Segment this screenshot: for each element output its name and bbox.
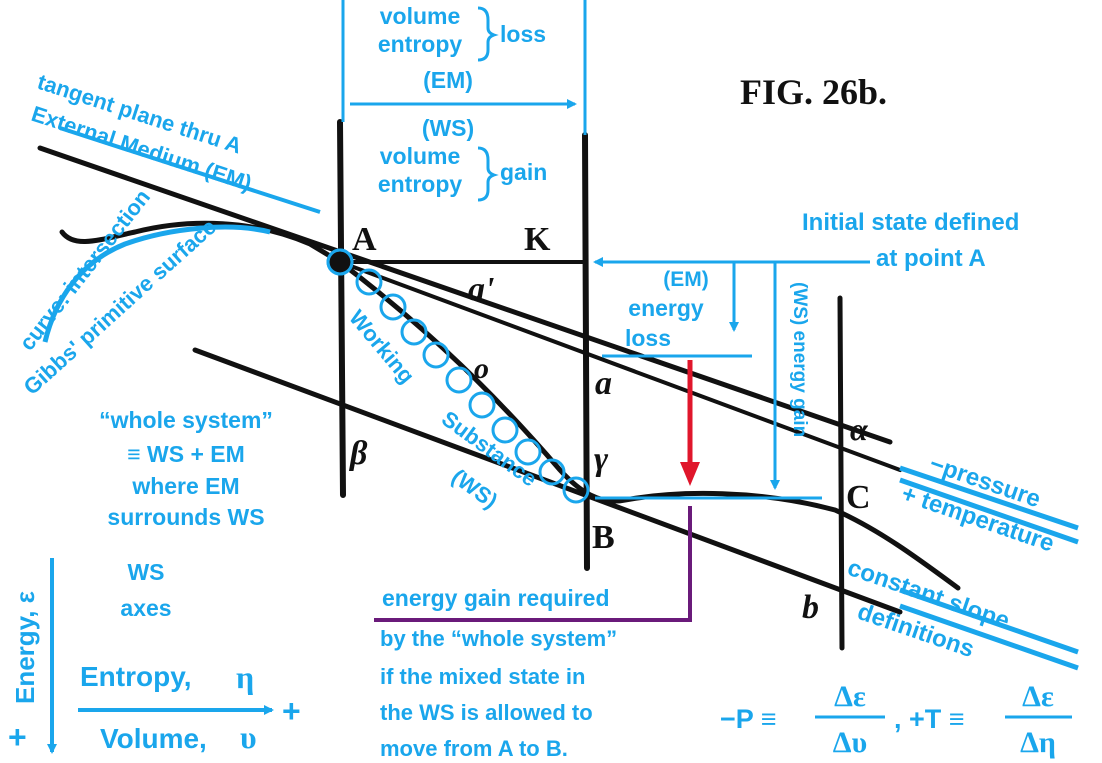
energy-required-line4: the WS is allowed to bbox=[380, 700, 593, 725]
black-lines bbox=[37, 119, 961, 651]
whole-system-line2: ≡ WS + EM bbox=[127, 441, 245, 467]
figure-title: FIG. 26b. bbox=[740, 72, 887, 112]
point-A-label: A bbox=[352, 221, 377, 258]
line-beta-b bbox=[192, 347, 903, 615]
point-alpha-label: α bbox=[850, 411, 869, 447]
point-beta-label: β bbox=[348, 435, 368, 472]
constant-slope-line bbox=[899, 587, 1079, 655]
em-arrow-label: (EM) bbox=[423, 67, 473, 93]
gibbs-surface-curve bbox=[59, 220, 961, 591]
eta-symbol: η bbox=[236, 659, 254, 695]
loss-entropy-label: entropy bbox=[378, 31, 463, 57]
delta-h-denominator: Δη bbox=[1020, 726, 1056, 759]
state-circle bbox=[562, 476, 590, 504]
energy-required-line5: move from A to B. bbox=[380, 736, 568, 761]
point-B-label: B bbox=[592, 519, 615, 556]
point-K-label: K bbox=[524, 221, 551, 258]
ws-label: (WS) bbox=[447, 464, 502, 514]
initial-state-line2: at point A bbox=[876, 245, 986, 272]
em-energy-line2: energy bbox=[628, 295, 704, 321]
blue-lines bbox=[42, 0, 1079, 754]
neg-pressure-formula: −P ≡ bbox=[720, 704, 777, 734]
pos-temperature-formula: , +T ≡ bbox=[894, 704, 965, 734]
whole-system-line4: surrounds WS bbox=[107, 504, 264, 530]
loss-word: loss bbox=[500, 21, 546, 47]
point-b-label: b bbox=[802, 589, 819, 626]
state-circle bbox=[326, 248, 354, 276]
whole-system-line1: “whole system” bbox=[99, 407, 273, 433]
vertical-line-A bbox=[337, 119, 346, 498]
point-gamma-label: γ bbox=[594, 441, 609, 478]
point-C-label: C bbox=[846, 479, 871, 516]
em-energy-line3: loss bbox=[625, 325, 671, 351]
axes-word-label: axes bbox=[120, 595, 171, 621]
state-circle bbox=[514, 438, 542, 466]
gibbs-curve-blue bbox=[42, 224, 271, 343]
tangent-plane-line bbox=[37, 145, 893, 445]
state-circle bbox=[422, 341, 450, 369]
point-a-prime-label: a' bbox=[468, 271, 494, 308]
brace-loss bbox=[477, 6, 499, 62]
energy-axis-label: Energy, ε bbox=[10, 591, 40, 704]
gain-entropy-label: entropy bbox=[378, 171, 463, 197]
em-energy-line1: (EM) bbox=[663, 268, 709, 291]
whole-system-line3: where EM bbox=[131, 473, 239, 499]
state-circle bbox=[491, 416, 519, 444]
point-o-label: o bbox=[474, 352, 489, 385]
state-circle bbox=[355, 268, 383, 296]
energy-required-line3: if the mixed state in bbox=[380, 664, 585, 689]
vertical-line-C bbox=[837, 295, 845, 651]
initial-state-line1: Initial state defined bbox=[802, 209, 1019, 236]
point-a-label: a bbox=[595, 365, 612, 402]
red-arrow-head bbox=[680, 462, 700, 486]
tangent-blue bbox=[59, 126, 321, 214]
state-circle bbox=[468, 391, 496, 419]
ws-circles bbox=[326, 248, 590, 504]
entropy-axis-label: Entropy, bbox=[80, 661, 191, 692]
energy-required-line1: energy gain required bbox=[382, 585, 610, 611]
ws-bracket-label: (WS) bbox=[422, 115, 474, 141]
brace-gain bbox=[477, 146, 499, 202]
delta-u-denominator: Δυ bbox=[833, 726, 867, 759]
state-circle bbox=[538, 458, 566, 486]
energy-plus-label: + bbox=[8, 719, 27, 755]
red-arrow-group bbox=[374, 360, 700, 622]
loss-volume-label: volume bbox=[380, 3, 461, 29]
pressure-line bbox=[899, 465, 1079, 531]
volume-axis-label: Volume, bbox=[100, 723, 207, 754]
state-circle bbox=[379, 293, 407, 321]
line-a bbox=[338, 260, 902, 472]
ws-energy-gain-label: (WS) energy gain bbox=[789, 282, 810, 437]
delta-e-numerator-p: Δε bbox=[834, 680, 866, 713]
state-circle bbox=[445, 366, 473, 394]
gain-volume-label: volume bbox=[380, 143, 461, 169]
definitions-line bbox=[899, 603, 1079, 671]
ws-axes-label: WS bbox=[127, 559, 164, 585]
gain-word: gain bbox=[500, 159, 547, 185]
axis-plus-label: + bbox=[282, 693, 301, 729]
upsilon-symbol: υ bbox=[240, 719, 257, 755]
state-circle bbox=[400, 318, 428, 346]
delta-e-numerator-t: Δε bbox=[1022, 680, 1054, 713]
energy-required-line2: by the “whole system” bbox=[380, 626, 617, 651]
temperature-line bbox=[899, 477, 1079, 545]
